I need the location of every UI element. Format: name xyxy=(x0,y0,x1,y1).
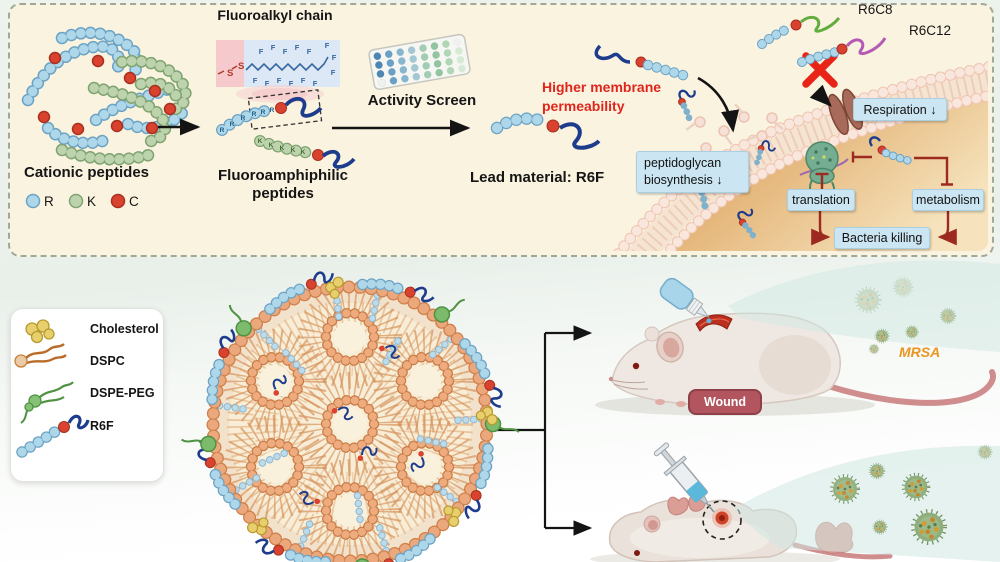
svg-text:F: F xyxy=(283,47,288,56)
svg-text:F: F xyxy=(295,43,300,52)
svg-text:F: F xyxy=(289,79,294,88)
residue-c-label: C xyxy=(129,194,139,209)
peptidoglycan-line2: biosynthesis ↓ xyxy=(644,173,723,187)
legend-dspc-label: DSPC xyxy=(90,354,125,368)
r6f-peptide-free xyxy=(594,44,692,82)
legend-r6f-label: R6F xyxy=(90,419,114,433)
wound-badge: Wound xyxy=(688,389,762,415)
metabolism-box: metabolism xyxy=(912,189,984,211)
svg-text:F: F xyxy=(307,47,312,56)
svg-text:K: K xyxy=(301,149,306,156)
fluoroamphiphilic-line2: peptides xyxy=(252,185,314,202)
mouse-eye xyxy=(632,362,640,370)
svg-text:R: R xyxy=(230,121,235,128)
mouse-tail xyxy=(825,369,996,406)
svg-text:F: F xyxy=(332,53,337,62)
legend-dspe-peg-label: DSPE-PEG xyxy=(90,386,155,400)
svg-text:F: F xyxy=(313,79,318,88)
svg-text:F: F xyxy=(265,79,270,88)
fluoroamphiphilic-label: Fluoroamphiphilic peptides xyxy=(197,167,369,203)
peptidoglycan-line1: peptidoglycan xyxy=(644,155,722,170)
r6f-peptide xyxy=(679,90,695,123)
r6f-peptide xyxy=(868,136,915,166)
legend-cholesterol-label: Cholesterol xyxy=(90,322,159,336)
blocked-arrow xyxy=(809,84,832,107)
svg-text:F: F xyxy=(259,47,264,56)
respiration-box: Respiration ↓ xyxy=(853,98,947,121)
higher-membrane-label: Higher membrane permeability xyxy=(542,78,661,116)
sulfur-label: S xyxy=(238,61,244,72)
residue-k-bead xyxy=(68,193,84,209)
abscess-annotation-circle xyxy=(702,500,742,540)
higher-membrane-line1: Higher membrane xyxy=(542,79,662,95)
fluoroalkyl-title: Fluoroalkyl chain xyxy=(217,7,333,23)
dspc-icon xyxy=(14,343,67,368)
dspe-peg-icon xyxy=(20,381,74,424)
svg-text:R: R xyxy=(220,127,225,134)
r6f-icon xyxy=(16,414,90,458)
cationic-peptide-tangle xyxy=(21,26,192,166)
peptidoglycan-box: peptidoglycan biosynthesis ↓ xyxy=(636,151,749,193)
svg-text:R: R xyxy=(241,115,246,122)
svg-text:F: F xyxy=(253,76,258,85)
mouse-ear xyxy=(656,331,684,363)
branch-connector xyxy=(487,325,593,536)
residue-r-bead xyxy=(25,193,41,209)
dropper-bottle xyxy=(659,277,712,324)
lead-material-label: Lead material: R6F xyxy=(470,169,605,186)
svg-text:K: K xyxy=(269,142,274,149)
svg-text:F: F xyxy=(331,68,336,77)
svg-text:R: R xyxy=(270,107,275,114)
svg-text:F: F xyxy=(325,41,330,50)
fluoroamphiphilic-line1: Fluoroamphiphilic xyxy=(218,167,348,184)
cholesterol-icon xyxy=(25,319,55,344)
syringe xyxy=(653,442,715,513)
bacteria-killing-box: Bacteria killing xyxy=(834,227,930,249)
entry-arrow xyxy=(697,76,740,133)
residue-k-label: K xyxy=(87,194,97,209)
svg-text:K: K xyxy=(280,145,285,152)
svg-text:F: F xyxy=(271,43,276,52)
svg-text:R: R xyxy=(252,111,257,118)
svg-text:R: R xyxy=(261,109,266,116)
translation-box: translation xyxy=(787,189,855,211)
lead-r6f-peptide xyxy=(490,112,601,150)
higher-membrane-line2: permeability xyxy=(542,97,625,114)
ribosome xyxy=(799,141,849,211)
r6c8-label: R6C8 xyxy=(858,2,893,17)
cationic-peptides-title: Cationic peptides xyxy=(24,164,150,181)
r6c8-peptide xyxy=(757,15,841,49)
wound-mouse xyxy=(595,277,996,416)
r6c12-peptide xyxy=(797,37,887,67)
sulfur-label: S xyxy=(227,68,233,79)
svg-text:F: F xyxy=(301,76,306,85)
microplate xyxy=(368,33,471,90)
activity-screen-label: Activity Screen xyxy=(367,92,477,109)
svg-text:F: F xyxy=(277,76,282,85)
inhibition-arrows xyxy=(811,151,957,246)
svg-text:K: K xyxy=(258,138,263,145)
r6c12-label: R6C12 xyxy=(909,23,952,38)
residue-c-bead xyxy=(110,193,126,209)
residue-r-label: R xyxy=(44,194,54,209)
mrsa-label: MRSA xyxy=(899,344,941,360)
liposome xyxy=(180,268,520,562)
svg-text:K: K xyxy=(291,147,296,154)
spray-mist xyxy=(735,445,1000,562)
